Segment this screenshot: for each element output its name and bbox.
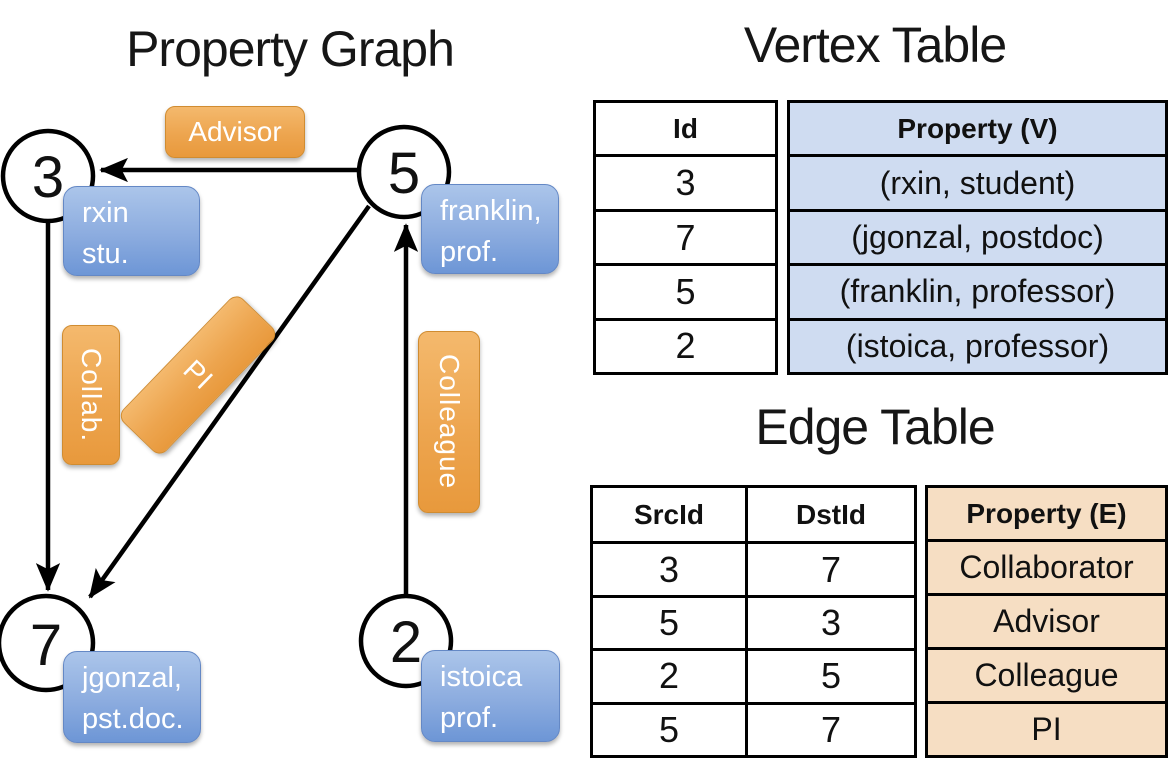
edge-table-dstid-cell: 3 — [745, 594, 914, 649]
edge-label-pi-text: PI — [177, 353, 220, 396]
edge-table-property-cell: Advisor — [928, 593, 1165, 647]
vertex-id-3: 3 — [32, 145, 64, 210]
edge-table-srcid-cell: 5 — [593, 701, 745, 755]
vertex-table-property-header: Property (V) — [790, 103, 1165, 155]
vertex-table-id-cell: 5 — [596, 263, 775, 317]
vertex-table-id-cell: 2 — [596, 317, 775, 372]
vertex-table-property-cell: (franklin, professor) — [790, 263, 1165, 318]
vertex-label-7-line1: jgonzal, — [82, 662, 182, 694]
vertex-table-id-header: Id — [673, 112, 698, 144]
vertex-label-5: franklin, prof. — [421, 184, 559, 274]
edge-label-colleague: Colleague — [418, 331, 480, 513]
vertex-id-7: 7 — [30, 613, 62, 678]
edge-table-dstid-cell: 7 — [745, 541, 914, 595]
edge-table-dstid-cell: 5 — [745, 648, 914, 702]
edge-label-collab-text: Collab. — [76, 347, 107, 443]
edge-label-colleague-text: Colleague — [434, 354, 465, 490]
property-graph-canvas: 3 5 7 2 — [0, 124, 454, 693]
edge-label-collab: Collab. — [62, 325, 120, 465]
edge-table-property-header: Property (E) — [928, 488, 1165, 539]
vertex-label-2-line2: prof. — [440, 702, 499, 734]
vertex-table-id-cell: 7 — [596, 208, 775, 263]
edge-pi-line — [88, 204, 371, 599]
vertex-table-property-cell: (jgonzal, postdoc) — [790, 208, 1165, 264]
edge-table-srcid-header: SrcId — [633, 498, 705, 530]
vertex-label-5-line1: franklin, — [440, 195, 542, 227]
vertex-label-2: istoica prof. — [421, 650, 560, 742]
edge-table-property-column: Property (E) Collaborator Advisor Collea… — [925, 485, 1168, 758]
edge-table-srcid-cell: 3 — [593, 541, 745, 594]
vertex-table-id-column: Id 3 7 5 2 — [593, 100, 778, 375]
vertex-id-2: 2 — [390, 610, 422, 675]
vertex-table-property-cell: (istoica, professor) — [790, 317, 1165, 373]
edge-table-property-cell: PI — [928, 701, 1165, 755]
vertex-table-property-column: Property (V) (rxin, student) (jgonzal, p… — [787, 100, 1168, 375]
edge-table-title: Edge Table — [755, 399, 995, 455]
edge-table: SrcId DstId 3 7 5 3 2 5 5 7 Property (E)… — [590, 485, 1168, 758]
vertex-table: Id 3 7 5 2 Property (V) (rxin, student) … — [593, 100, 1168, 375]
vertex-label-7-line2: pst.doc. — [82, 703, 184, 735]
edge-table-dstid-cell: 7 — [745, 701, 914, 755]
vertex-label-2-line1: istoica — [440, 661, 523, 693]
vertex-label-5-line2: prof. — [440, 236, 499, 268]
edge-table-dstid-header: DstId — [745, 488, 914, 542]
edge-label-advisor: Advisor — [165, 106, 305, 158]
edge-table-property-cell: Colleague — [928, 647, 1165, 701]
edge-table-id-columns: SrcId DstId 3 7 5 3 2 5 5 7 — [590, 485, 917, 758]
property-graph-title: Property Graph — [126, 21, 455, 77]
vertex-label-3: rxin stu. — [63, 186, 200, 276]
edge-table-srcid-cell: 5 — [593, 594, 745, 648]
vertex-id-5: 5 — [388, 141, 420, 206]
vertex-label-3-line2: stu. — [82, 238, 129, 270]
vertex-table-property-cell: (rxin, student) — [790, 154, 1165, 209]
vertex-table-title: Vertex Table — [743, 17, 1007, 73]
vertex-label-3-line1: rxin — [82, 197, 129, 229]
vertex-table-id-cell: 3 — [596, 154, 775, 208]
edge-table-srcid-cell: 2 — [593, 648, 745, 701]
edge-table-property-cell: Collaborator — [928, 539, 1165, 593]
vertex-label-7: jgonzal, pst.doc. — [63, 651, 201, 743]
edge-label-advisor-text: Advisor — [188, 116, 282, 147]
